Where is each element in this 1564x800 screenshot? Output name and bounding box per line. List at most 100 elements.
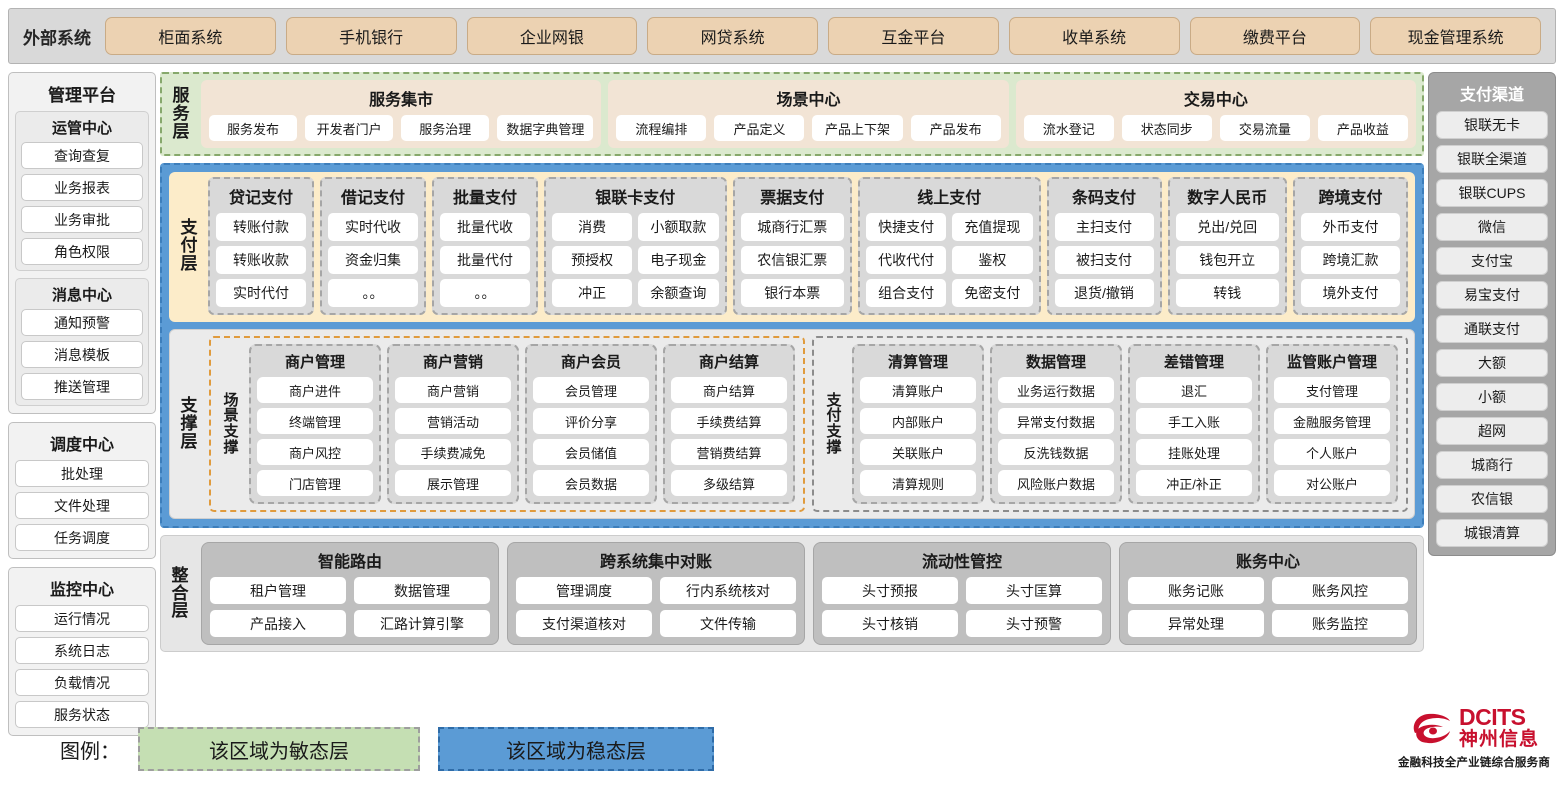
support-item[interactable]: 营销活动 [395, 408, 511, 434]
payment-item[interactable]: 组合支付 [866, 279, 947, 307]
support-item[interactable]: 退汇 [1136, 377, 1252, 403]
integration-item[interactable]: 头寸匡算 [966, 577, 1102, 604]
payment-channel-item[interactable]: 支付宝 [1436, 247, 1548, 275]
menu-item[interactable]: 业务审批 [21, 206, 143, 233]
support-item[interactable]: 清算规则 [860, 470, 976, 496]
external-system-chip[interactable]: 互金平台 [828, 17, 999, 55]
support-item[interactable]: 会员数据 [533, 470, 649, 496]
external-system-chip[interactable]: 企业网银 [466, 17, 638, 55]
payment-item[interactable]: 批量代付 [440, 246, 530, 274]
integration-item[interactable]: 支付渠道核对 [516, 610, 652, 637]
payment-item[interactable]: 转账付款 [216, 213, 306, 241]
payment-item[interactable]: 主扫支付 [1054, 213, 1154, 241]
menu-item[interactable]: 批处理 [15, 460, 149, 487]
payment-item[interactable]: 境外支付 [1301, 279, 1400, 307]
payment-channel-item[interactable]: 小额 [1436, 383, 1548, 411]
support-item[interactable]: 手续费结算 [671, 408, 787, 434]
support-item[interactable]: 内部账户 [860, 408, 976, 434]
payment-channel-item[interactable]: 银联全渠道 [1436, 145, 1548, 173]
service-item[interactable]: 流程编排 [616, 115, 707, 141]
support-item[interactable]: 会员储值 [533, 439, 649, 465]
menu-item[interactable]: 负载情况 [15, 669, 149, 696]
payment-item[interactable]: 免密支付 [952, 279, 1033, 307]
menu-item[interactable]: 消息模板 [21, 341, 143, 368]
payment-item[interactable]: 退货/撤销 [1054, 279, 1154, 307]
payment-item[interactable]: 城商行汇票 [740, 213, 844, 241]
payment-channel-item[interactable]: 易宝支付 [1436, 281, 1548, 309]
support-item[interactable]: 商户营销 [395, 377, 511, 403]
support-item[interactable]: 商户结算 [671, 377, 787, 403]
integration-item[interactable]: 数据管理 [354, 577, 490, 604]
service-item[interactable]: 产品上下架 [812, 115, 903, 141]
service-item[interactable]: 服务发布 [209, 115, 298, 141]
support-item[interactable]: 展示管理 [395, 470, 511, 496]
external-system-chip[interactable]: 现金管理系统 [1370, 17, 1541, 55]
support-item[interactable]: 支付管理 [1274, 377, 1390, 403]
payment-item[interactable]: 预授权 [552, 246, 633, 274]
integration-item[interactable]: 行内系统核对 [660, 577, 796, 604]
support-item[interactable]: 个人账户 [1274, 439, 1390, 465]
menu-item[interactable]: 查询查复 [21, 142, 143, 169]
payment-item[interactable]: 快捷支付 [866, 213, 947, 241]
integration-item[interactable]: 头寸核销 [822, 610, 958, 637]
payment-channel-item[interactable]: 银联无卡 [1436, 111, 1548, 139]
payment-item[interactable]: 实时代收 [328, 213, 418, 241]
integration-item[interactable]: 头寸预警 [966, 610, 1102, 637]
service-item[interactable]: 数据字典管理 [497, 115, 594, 141]
service-item[interactable]: 流水登记 [1023, 115, 1114, 141]
payment-item[interactable]: 钱包开立 [1175, 246, 1279, 274]
support-item[interactable]: 风险账户数据 [998, 470, 1114, 496]
support-item[interactable]: 金融服务管理 [1274, 408, 1390, 434]
support-item[interactable]: 手续费减免 [395, 439, 511, 465]
payment-item[interactable]: 冲正 [552, 279, 633, 307]
menu-item[interactable]: 系统日志 [15, 637, 149, 664]
payment-item[interactable]: 电子现金 [638, 246, 719, 274]
payment-item[interactable]: 批量代收 [440, 213, 530, 241]
external-system-chip[interactable]: 网贷系统 [647, 17, 818, 55]
payment-item[interactable]: 转钱 [1175, 279, 1279, 307]
integration-item[interactable]: 账务记账 [1128, 577, 1264, 604]
service-item[interactable]: 产品定义 [714, 115, 805, 141]
support-item[interactable]: 评价分享 [533, 408, 649, 434]
support-item[interactable]: 挂账处理 [1136, 439, 1252, 465]
support-item[interactable]: 商户进件 [257, 377, 373, 403]
payment-item[interactable]: 实时代付 [216, 279, 306, 307]
integration-item[interactable]: 租户管理 [210, 577, 346, 604]
payment-item[interactable]: 小额取款 [638, 213, 719, 241]
support-item[interactable]: 会员管理 [533, 377, 649, 403]
external-system-chip[interactable]: 柜面系统 [105, 17, 276, 55]
service-item[interactable]: 产品发布 [910, 115, 1001, 141]
service-item[interactable]: 交易流量 [1219, 115, 1310, 141]
support-item[interactable]: 异常支付数据 [998, 408, 1114, 434]
menu-item[interactable]: 角色权限 [21, 238, 143, 265]
menu-item[interactable]: 服务状态 [15, 701, 149, 728]
integration-item[interactable]: 异常处理 [1128, 610, 1264, 637]
payment-channel-item[interactable]: 银联CUPS [1436, 179, 1548, 207]
external-system-chip[interactable]: 缴费平台 [1189, 17, 1361, 55]
support-item[interactable]: 反洗钱数据 [998, 439, 1114, 465]
support-item[interactable]: 终端管理 [257, 408, 373, 434]
payment-channel-item[interactable]: 城银清算 [1436, 519, 1548, 547]
payment-item[interactable]: 农信银汇票 [740, 246, 844, 274]
integration-item[interactable]: 头寸预报 [822, 577, 958, 604]
integration-item[interactable]: 账务风控 [1272, 577, 1408, 604]
support-item[interactable]: 手工入账 [1136, 408, 1252, 434]
menu-item[interactable]: 任务调度 [15, 524, 149, 551]
payment-channel-item[interactable]: 微信 [1436, 213, 1548, 241]
payment-item[interactable]: 充值提现 [952, 213, 1033, 241]
support-item[interactable]: 门店管理 [257, 470, 373, 496]
payment-item[interactable]: 余额查询 [638, 279, 719, 307]
payment-item[interactable]: 。。 [328, 279, 418, 307]
support-item[interactable]: 关联账户 [860, 439, 976, 465]
payment-item[interactable]: 跨境汇款 [1301, 246, 1400, 274]
service-item[interactable]: 状态同步 [1121, 115, 1212, 141]
support-item[interactable]: 清算账户 [860, 377, 976, 403]
payment-channel-item[interactable]: 超网 [1436, 417, 1548, 445]
payment-channel-item[interactable]: 农信银 [1436, 485, 1548, 513]
payment-item[interactable]: 。。 [440, 279, 530, 307]
support-item[interactable]: 营销费结算 [671, 439, 787, 465]
integration-item[interactable]: 文件传输 [660, 610, 796, 637]
support-item[interactable]: 业务运行数据 [998, 377, 1114, 403]
external-system-chip[interactable]: 收单系统 [1008, 17, 1180, 55]
payment-channel-item[interactable]: 大额 [1436, 349, 1548, 377]
